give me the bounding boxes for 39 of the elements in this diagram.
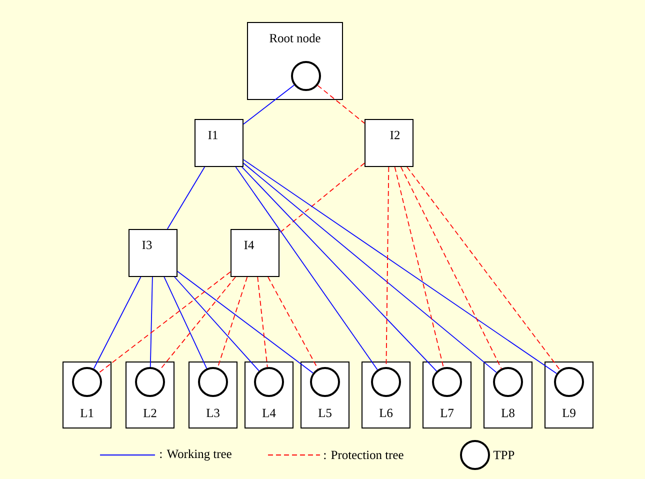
circle xyxy=(310,367,340,397)
legend-text: : Working tree xyxy=(160,449,232,461)
circle xyxy=(72,367,102,397)
line xyxy=(159,276,236,371)
line xyxy=(243,159,558,374)
box: I4 xyxy=(230,229,280,277)
line xyxy=(150,276,153,368)
line xyxy=(164,276,208,369)
circle xyxy=(432,367,462,397)
line xyxy=(166,166,206,230)
line xyxy=(406,166,560,370)
line xyxy=(394,166,444,368)
circle xyxy=(554,367,584,397)
line xyxy=(317,84,365,124)
box: I1 xyxy=(194,119,244,167)
line xyxy=(174,276,260,372)
circle xyxy=(291,61,321,91)
line xyxy=(98,271,231,374)
box: I2 xyxy=(364,119,414,167)
line xyxy=(241,166,438,372)
line xyxy=(268,276,318,370)
box: I3 xyxy=(128,229,178,277)
circle xyxy=(135,367,165,397)
line xyxy=(235,166,378,370)
line xyxy=(177,270,314,374)
line xyxy=(279,162,365,234)
line xyxy=(243,162,497,373)
circle xyxy=(371,367,401,397)
line xyxy=(93,276,142,370)
circle xyxy=(254,367,284,397)
legend-text: TPP xyxy=(493,450,514,460)
circle xyxy=(493,367,523,397)
line xyxy=(217,276,248,368)
line xyxy=(257,276,268,368)
box: Root node xyxy=(247,22,343,100)
line xyxy=(243,84,295,125)
line xyxy=(400,166,502,370)
circle xyxy=(198,367,228,397)
legend-text: : Protection tree xyxy=(324,450,404,460)
